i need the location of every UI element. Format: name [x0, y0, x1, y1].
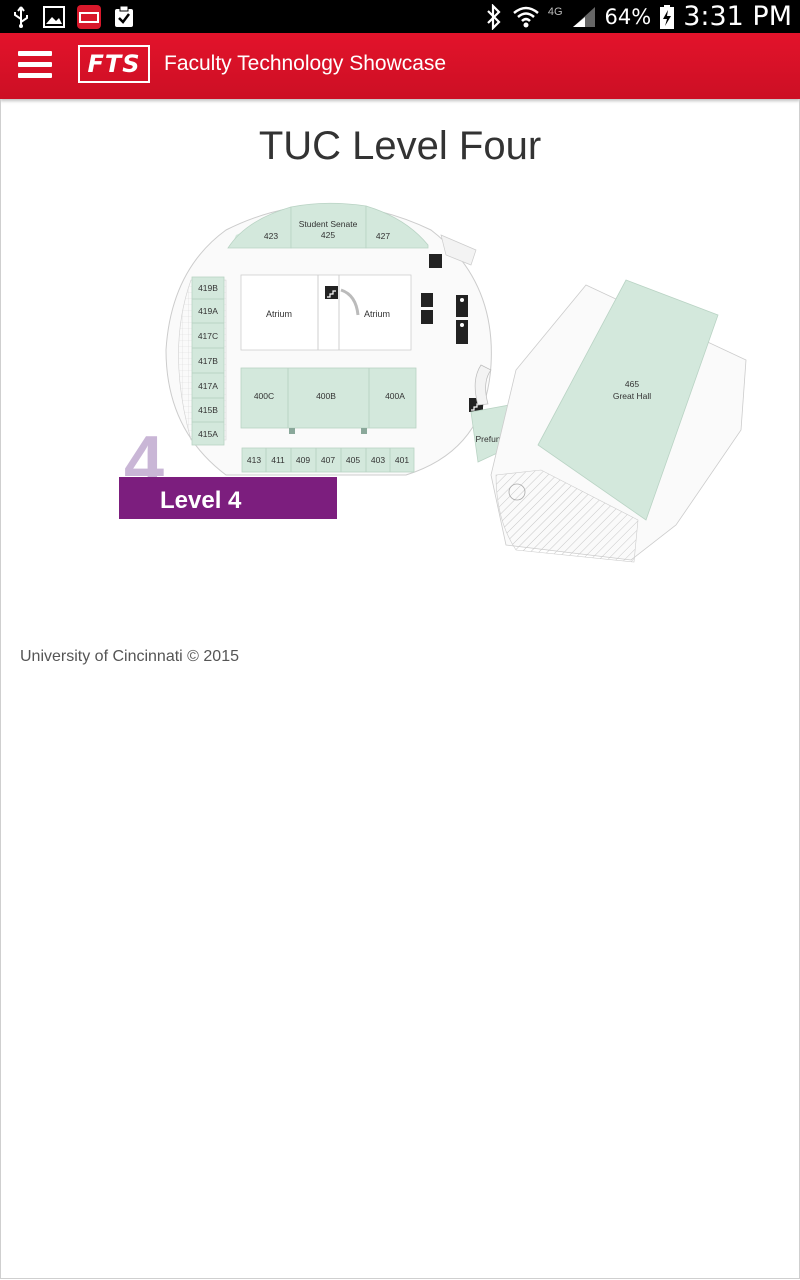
room-401: 401 [395, 455, 409, 465]
signal-icon [572, 6, 595, 27]
wifi-icon [513, 6, 539, 27]
page-title: TUC Level Four [258, 124, 542, 168]
west-rooms: 419B 419A 417C 417B 417A 415B 415A [191, 276, 225, 446]
room-417a: 417A [198, 381, 218, 391]
level-label: Level 4 [160, 487, 242, 514]
east-wing: 465 Great Hall [490, 279, 747, 563]
room-415b: 415B [198, 405, 218, 415]
restroom-men-icon [456, 295, 468, 317]
logo-text: FTS [87, 50, 141, 78]
app-title: Faculty Technology Showcase [164, 52, 447, 75]
network-type: 4G [547, 5, 563, 18]
restroom-vi-icon [421, 310, 433, 324]
elevator-icon [429, 254, 442, 268]
room-student-senate: Student Senate [299, 219, 358, 229]
connector [440, 234, 492, 406]
clock: 3:31 PM [683, 1, 792, 32]
room-405: 405 [346, 455, 360, 465]
room-400c: 400C [254, 391, 274, 401]
system-indicators: 4G 64% 3:31 PM [484, 0, 792, 33]
hamburger-menu-icon[interactable] [18, 51, 52, 79]
room-407: 407 [321, 455, 335, 465]
room-419b: 419B [198, 283, 218, 293]
south-rooms: 413 411 409 407 405 403 401 [241, 447, 415, 473]
room-427: 427 [376, 231, 390, 241]
prefunction-label: Prefunction [476, 434, 519, 444]
room-417b: 417B [198, 356, 218, 366]
room-415a: 415A [198, 429, 218, 439]
room-409: 409 [296, 455, 310, 465]
atrium-left-label: Atrium [266, 309, 292, 319]
room-403: 403 [371, 455, 385, 465]
status-bar: 4G 64% 3:31 PM [0, 0, 800, 33]
atrium-right-label: Atrium [364, 309, 390, 319]
restroom-men2-icon [456, 320, 468, 344]
room-419a: 419A [198, 306, 218, 316]
battery-charging-icon [660, 4, 675, 29]
notification-icons [10, 4, 136, 30]
restroom-women-icon [421, 293, 433, 307]
room-411: 411 [271, 455, 285, 465]
room-413: 413 [247, 455, 261, 465]
image-icon [43, 6, 65, 28]
senate-rooms: 423 Student Senate 425 427 [227, 202, 429, 249]
great-hall-label: Great Hall [613, 391, 651, 401]
atrium-area: Atrium Atrium [240, 274, 412, 351]
fts-app-icon [77, 5, 101, 29]
floor-map: 423 Student Senate 425 427 419B 419A 417… [119, 202, 747, 563]
bluetooth-icon [487, 3, 501, 30]
stairs-icon [325, 286, 338, 299]
usb-icon [14, 6, 28, 28]
room-423: 423 [264, 231, 278, 241]
footer-copyright: University of Cincinnati © 2015 [20, 648, 239, 665]
battery-percent: 64% [604, 4, 652, 29]
level-badge: 4 Level 4 [119, 422, 337, 519]
clipboard-check-icon [115, 5, 133, 27]
fts-logo: FTS [78, 45, 150, 83]
ballrooms: 400C 400B 400A [240, 367, 417, 434]
room-425: 425 [321, 230, 335, 240]
room-417c: 417C [198, 331, 218, 341]
room-400a: 400A [385, 391, 405, 401]
room-400b: 400B [316, 391, 336, 401]
room-465: 465 [625, 379, 639, 389]
app-bar: FTS Faculty Technology Showcase [0, 33, 800, 99]
